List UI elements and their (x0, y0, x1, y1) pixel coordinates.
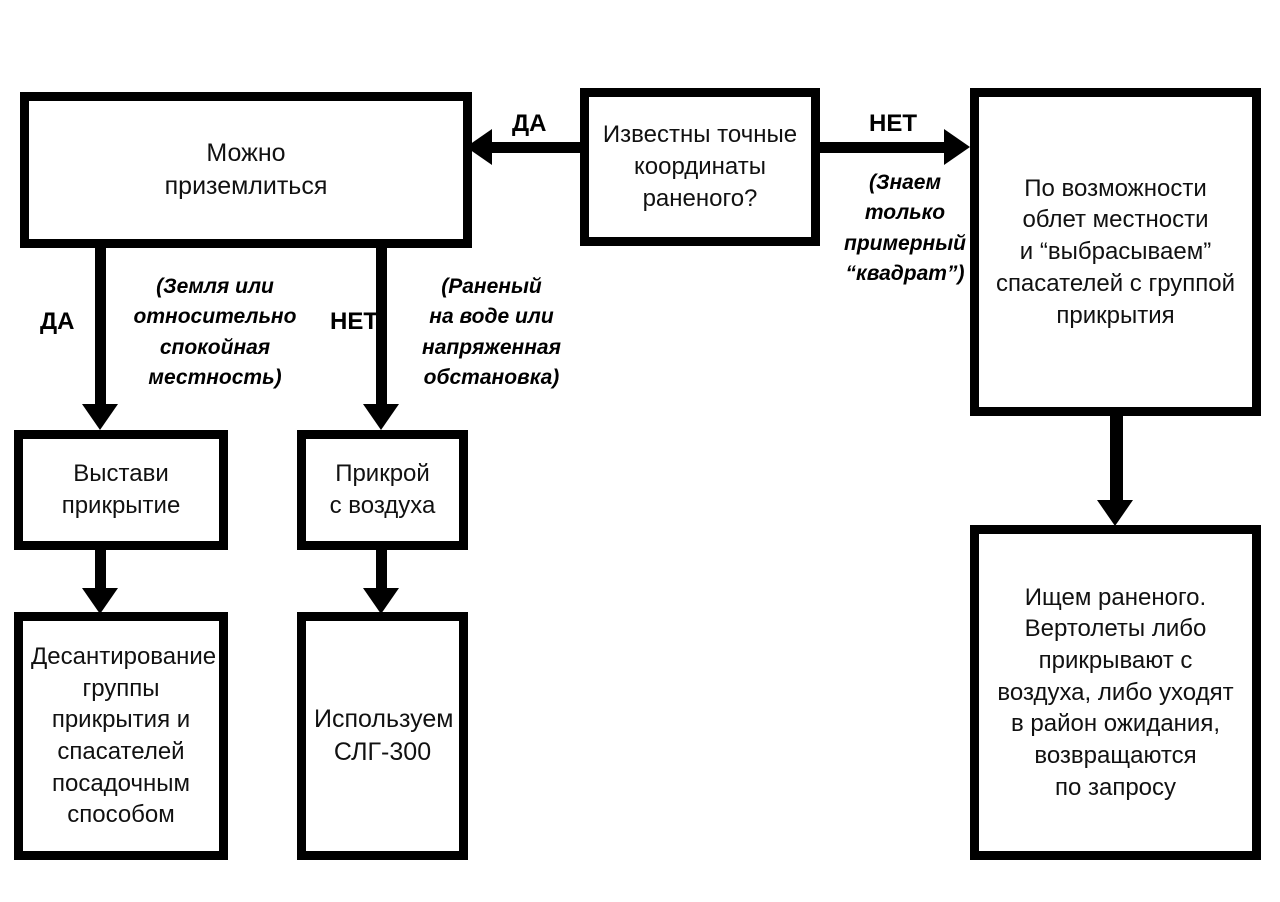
edge-overfly-line (1110, 412, 1123, 504)
node-overfly-label: По возможности облет местности и “выбрас… (995, 174, 1236, 329)
node-search-label: Ищем раненого. Вертолеты либо прикрывают… (997, 583, 1234, 801)
node-landing-drop[interactable]: Десантирование группы прикрытия и спасат… (14, 612, 228, 860)
edge-note-landing-yes: (Земля или относительно спокойная местно… (133, 275, 297, 390)
node-slg[interactable]: Используем СЛГ-300 (297, 612, 468, 860)
edge-landing-yes-line (95, 244, 106, 408)
edge-label-landing-no: НЕТ (330, 308, 378, 335)
edge-label-coords-no: НЕТ (869, 110, 917, 137)
node-slg-label: Используем СЛГ-300 (314, 705, 454, 766)
node-landing-drop-label: Десантирование группы прикрытия и спасат… (31, 642, 217, 829)
edge-cover-ground-line (95, 548, 106, 592)
edge-coords-no-arrowhead (944, 129, 970, 165)
node-overfly[interactable]: По возможности облет местности и “выбрас… (970, 88, 1261, 416)
edge-cover-air-arrowhead (363, 588, 399, 614)
edge-landing-no-line (376, 244, 387, 408)
node-cover-air-label: Прикрой с воздуха (329, 460, 436, 519)
edge-landing-no-arrowhead (363, 404, 399, 430)
node-coords-label: Известны точные координаты раненого? (602, 121, 798, 212)
node-cover-air[interactable]: Прикрой с воздуха (297, 430, 468, 550)
edge-landing-yes-arrowhead (82, 404, 118, 430)
node-cover-ground-label: Выстави прикрытие (61, 460, 181, 519)
node-coords[interactable]: Известны точные координаты раненого? (580, 88, 820, 246)
node-cover-ground[interactable]: Выстави прикрытие (14, 430, 228, 550)
edge-note-landing-no: (Раненый на воде или напряженная обстано… (422, 275, 561, 390)
edge-note-coords-no: (Знаем только примерный “квадрат”) (844, 171, 966, 286)
node-search[interactable]: Ищем раненого. Вертолеты либо прикрывают… (970, 525, 1261, 860)
edge-coords-yes-line (490, 142, 582, 153)
node-landing[interactable]: Можно приземлиться (20, 92, 472, 248)
edge-cover-air-line (376, 548, 387, 592)
edge-overfly-arrowhead (1097, 500, 1133, 526)
edge-label-coords-yes: ДА (512, 110, 547, 137)
node-landing-label: Можно приземлиться (164, 139, 328, 200)
edge-cover-ground-arrowhead (82, 588, 118, 614)
edge-coords-no-line (818, 142, 946, 153)
edge-label-landing-yes: ДА (40, 308, 75, 335)
